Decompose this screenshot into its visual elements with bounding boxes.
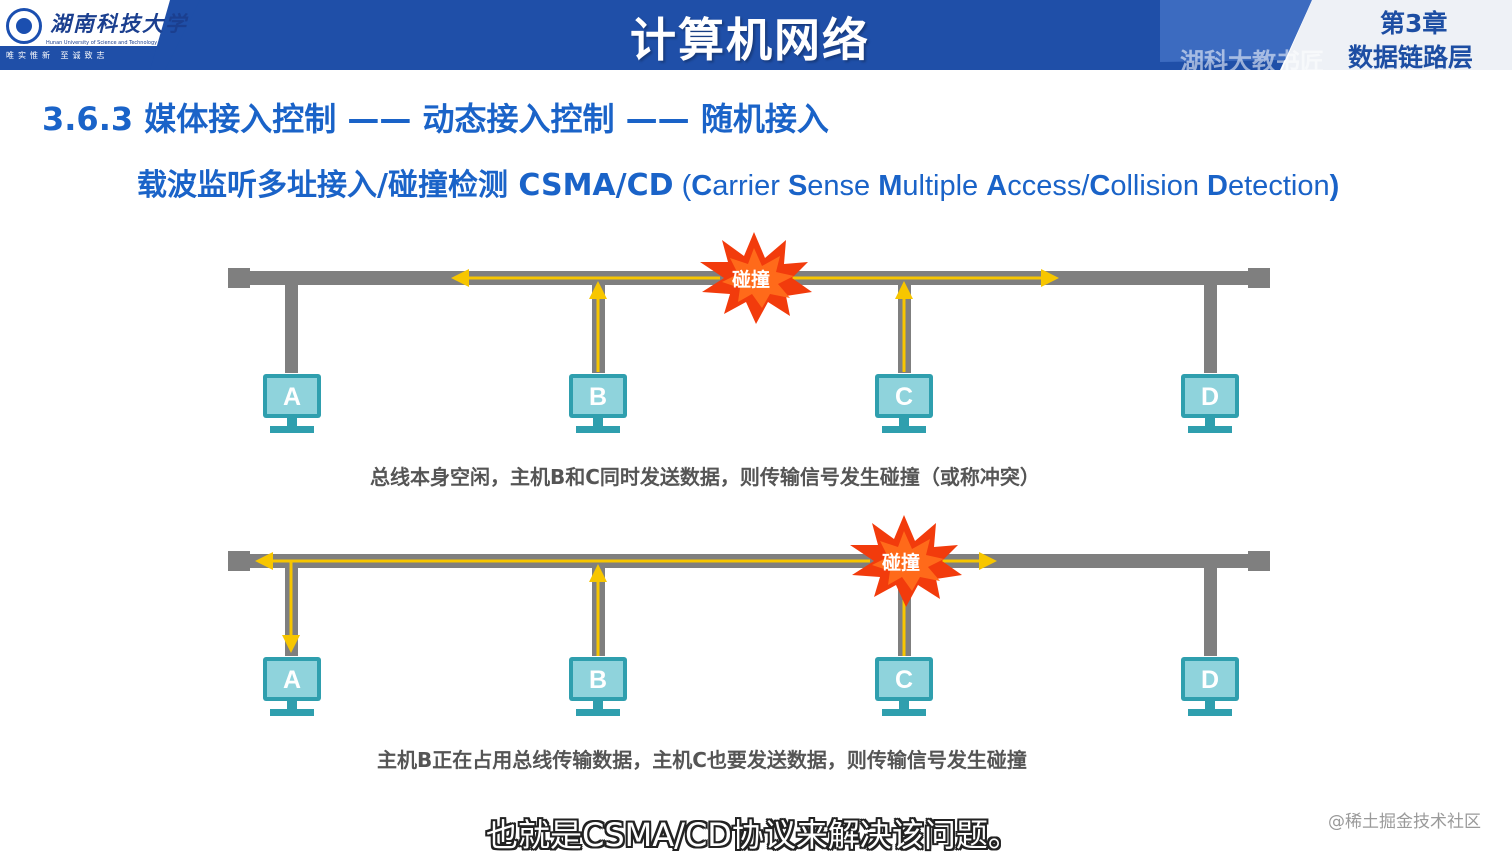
course-title: 计算机网络 xyxy=(630,13,870,67)
drop-line-d xyxy=(1204,568,1217,656)
subtitle-chinese: 载波监听多址接入/碰撞检测 CSMA/CD xyxy=(137,168,674,203)
university-name: 湖南科技大学 xyxy=(50,11,188,36)
slide-header: 湖南科技大学 Hunan University of Science and T… xyxy=(0,0,1512,76)
collision-label-1: 碰撞 xyxy=(732,268,770,291)
section-title: 3.6.3 媒体接入控制 —— 动态接入控制 —— 随机接入 xyxy=(42,100,829,138)
host-b-1: B xyxy=(569,374,627,433)
site-watermark: @稀土掘金技术社区 xyxy=(1328,812,1481,832)
video-subtitle: 也就是CSMA/CD协议来解决该问题。 xyxy=(486,816,1020,854)
diagram-2-caption: 主机B正在占用总线传输数据，主机C也要发送数据，则传输信号发生碰撞 xyxy=(377,748,1027,772)
diagram-1: 碰撞 A B C D xyxy=(228,232,1270,433)
header-background xyxy=(0,0,1512,70)
host-label: C xyxy=(895,666,913,694)
host-d-1: D xyxy=(1181,374,1239,433)
host-label: B xyxy=(589,383,607,411)
subtitle-english: (Carrier Sense Multiple Access/Collision… xyxy=(673,170,1340,202)
bus-terminator-left xyxy=(228,268,250,288)
diagram-2: 碰撞 A B C D xyxy=(228,515,1270,716)
host-a-1: A xyxy=(263,374,321,433)
host-label: A xyxy=(283,666,301,694)
host-label: C xyxy=(895,383,913,411)
bus-terminator-right xyxy=(1248,268,1270,288)
diagram-1-caption: 总线本身空闲，主机B和C同时发送数据，则传输信号发生碰撞（或称冲突） xyxy=(370,465,1040,489)
host-label: B xyxy=(589,666,607,694)
host-label: D xyxy=(1201,383,1219,411)
collision-burst-2: 碰撞 xyxy=(850,515,962,607)
drop-line-a xyxy=(285,285,298,373)
host-c-2: C xyxy=(875,657,933,716)
university-logo: 湖南科技大学 Hunan University of Science and T… xyxy=(4,4,194,66)
bus-terminator-left xyxy=(228,551,250,571)
host-d-2: D xyxy=(1181,657,1239,716)
drop-line-d xyxy=(1204,285,1217,373)
university-motto: 唯实惟新 至诚致志 xyxy=(6,51,109,60)
host-label: D xyxy=(1201,666,1219,694)
chapter-number: 第3章 xyxy=(1380,9,1448,38)
host-label: A xyxy=(283,383,301,411)
collision-label-2: 碰撞 xyxy=(882,551,920,574)
host-c-1: C xyxy=(875,374,933,433)
host-a-2: A xyxy=(263,657,321,716)
slide-subtitle: 载波监听多址接入/碰撞检测 CSMA/CD (Carrier Sense Mul… xyxy=(137,160,1339,204)
chapter-name: 数据链路层 xyxy=(1348,43,1474,72)
collision-burst-1: 碰撞 xyxy=(700,232,812,324)
host-b-2: B xyxy=(569,657,627,716)
bus-terminator-right xyxy=(1248,551,1270,571)
university-english-name: Hunan University of Science and Technolo… xyxy=(46,40,158,46)
university-emblem-icon xyxy=(6,8,42,44)
channel-watermark: 湖科大教书匠 xyxy=(1180,48,1324,76)
